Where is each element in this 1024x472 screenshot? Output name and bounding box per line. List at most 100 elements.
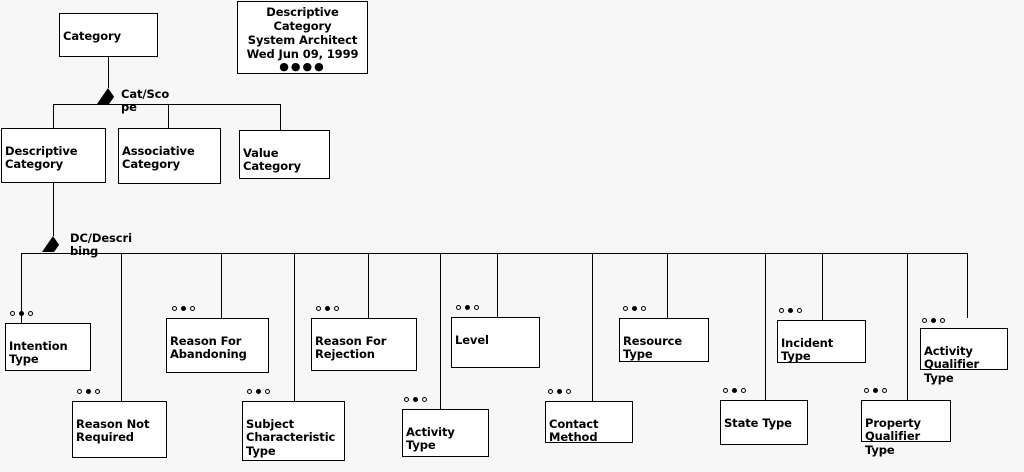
class-box-descriptive-category[interactable]: Descriptive Category xyxy=(1,128,106,183)
adornment-dots-intention-type xyxy=(10,311,33,316)
class-box-subject-characteristic-type[interactable]: Subject Characteristic Type xyxy=(242,401,345,461)
dot-hollow xyxy=(77,389,82,394)
class-label-value-category: Value Category xyxy=(243,145,301,173)
class-label-level: Level xyxy=(455,332,489,347)
dot-filled xyxy=(557,389,562,394)
class-label-incident-type: Incident Type xyxy=(781,335,834,363)
class-box-value-category[interactable]: Value Category xyxy=(239,130,330,179)
bus-drop-resource-type xyxy=(667,253,668,318)
generalization-triangle-fill xyxy=(109,90,129,104)
dot-hollow xyxy=(247,389,252,394)
bus-level2-drop-value xyxy=(280,104,281,130)
class-label-resource-type: Resource Type xyxy=(623,333,683,361)
dot-hollow xyxy=(882,388,887,393)
title-dots: ●●●● xyxy=(279,60,326,73)
bus-drop-level xyxy=(497,253,498,317)
class-box-intention-type[interactable]: Intention Type xyxy=(5,323,91,371)
class-box-category[interactable]: Category xyxy=(59,13,158,57)
dot-hollow xyxy=(797,308,802,313)
class-box-activity-type[interactable]: Activity Type xyxy=(402,409,489,457)
class-label-activity-qualifier-type: Activity Qualifier Type xyxy=(924,343,980,385)
dot-filled xyxy=(86,389,91,394)
bus-drop-contact-method xyxy=(592,253,593,401)
adornment-dots-subject-characteristic-type xyxy=(247,389,270,394)
class-label-subject-characteristic-type: Subject Characteristic Type xyxy=(246,416,336,458)
adornment-dots-property-qualifier-type xyxy=(864,388,887,393)
class-box-incident-type[interactable]: Incident Type xyxy=(777,320,866,363)
dot-hollow xyxy=(190,306,195,311)
bus-drop-activity-qualifier-type xyxy=(967,253,968,318)
class-box-reason-not-required[interactable]: Reason Not Required xyxy=(72,401,167,458)
bus-drop-reason-not-required xyxy=(121,253,122,401)
bus-drop-subject-characteristic-type xyxy=(294,253,295,401)
connector-descriptive-category-stem xyxy=(53,183,54,236)
dot-filled xyxy=(788,308,793,313)
dot-hollow xyxy=(10,311,15,316)
adornment-dots-activity-type xyxy=(404,397,427,402)
connector-category-stem xyxy=(108,57,109,88)
dot-hollow xyxy=(922,318,927,323)
bus-drop-state-type xyxy=(765,253,766,400)
dot-filled xyxy=(465,305,470,310)
adornment-dots-reason-not-required xyxy=(77,389,100,394)
class-box-property-qualifier-type[interactable]: Property Qualifier Type xyxy=(861,400,951,456)
dot-hollow xyxy=(316,306,321,311)
relation-label-dc-describing-line2: bing xyxy=(70,244,99,258)
title-date: Wed Jun 09, 1999 xyxy=(246,47,359,61)
dot-hollow xyxy=(334,306,339,311)
dot-filled xyxy=(413,397,418,402)
class-label-state-type: State Type xyxy=(724,415,792,430)
dot-hollow xyxy=(566,389,571,394)
adornment-dots-reason-for-rejection xyxy=(316,306,339,311)
dot-hollow xyxy=(474,305,479,310)
bus-level2 xyxy=(53,104,280,105)
generalization-triangle-cat-scope xyxy=(97,88,129,104)
dot-filled xyxy=(325,306,330,311)
dot-hollow xyxy=(404,397,409,402)
adornment-dots-activity-qualifier-type xyxy=(922,318,945,323)
relation-label-cat-scope-line1: Cat/Sco xyxy=(121,87,170,101)
class-box-reason-for-abandoning[interactable]: Reason For Abandoning xyxy=(166,318,269,373)
bus-drop-intention-type xyxy=(21,253,22,323)
dot-filled xyxy=(181,306,186,311)
title-line-2: Category xyxy=(273,19,332,33)
adornment-dots-reason-for-abandoning xyxy=(172,306,195,311)
bus-drop-property-qualifier-type xyxy=(907,253,908,400)
dot-filled xyxy=(931,318,936,323)
bus-drop-reason-for-abandoning xyxy=(221,253,222,318)
bus-level2-drop-descriptive xyxy=(53,104,54,128)
adornment-dots-level xyxy=(456,305,479,310)
class-box-associative-category[interactable]: Associative Category xyxy=(118,128,221,184)
class-box-state-type[interactable]: State Type xyxy=(720,400,808,445)
class-box-resource-type[interactable]: Resource Type xyxy=(619,318,709,362)
bus-drop-incident-type xyxy=(822,253,823,320)
dot-hollow xyxy=(641,306,646,311)
relation-label-cat-scope-line2: pe xyxy=(121,100,137,114)
class-label-associative-category: Associative Category xyxy=(122,143,195,171)
adornment-dots-resource-type xyxy=(623,306,646,311)
bus-drop-activity-type xyxy=(440,253,441,409)
class-label-reason-for-abandoning: Reason For Abandoning xyxy=(170,333,247,361)
dot-hollow xyxy=(456,305,461,310)
diagram-title-block: Descriptive Category System Architect We… xyxy=(237,1,368,74)
dot-hollow xyxy=(940,318,945,323)
dot-hollow xyxy=(265,389,270,394)
bus-level3 xyxy=(21,253,968,254)
class-box-activity-qualifier-type[interactable]: Activity Qualifier Type xyxy=(920,328,1008,384)
generalization-triangle-dc-describing xyxy=(42,236,74,252)
dot-hollow xyxy=(28,311,33,316)
class-label-contact-method: Contact Method xyxy=(549,416,599,444)
adornment-dots-incident-type xyxy=(779,308,802,313)
dot-hollow xyxy=(422,397,427,402)
dot-filled xyxy=(873,388,878,393)
class-box-reason-for-rejection[interactable]: Reason For Rejection xyxy=(311,318,417,371)
class-box-contact-method[interactable]: Contact Method xyxy=(545,401,633,444)
class-box-level[interactable]: Level xyxy=(451,317,540,368)
title-line-1: Descriptive xyxy=(266,5,339,19)
dot-hollow xyxy=(548,389,553,394)
class-label-activity-type: Activity Type xyxy=(406,424,455,452)
generalization-triangle-fill-2 xyxy=(54,238,74,252)
